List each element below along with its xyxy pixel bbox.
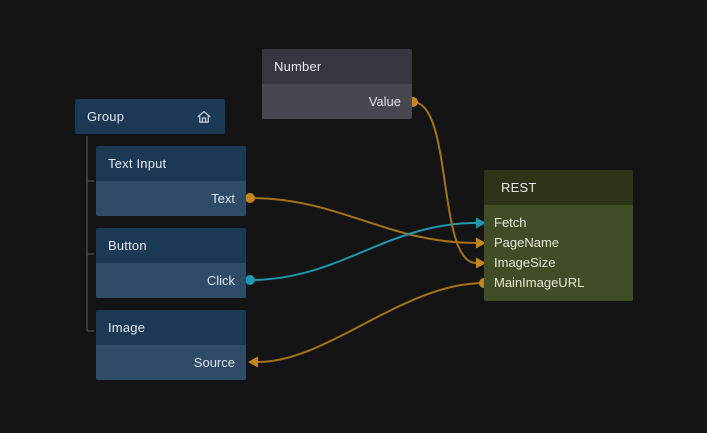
port-mainimageurl[interactable]: MainImageURL — [494, 275, 585, 290]
port-fetch[interactable]: Fetch — [494, 215, 527, 230]
port-imagesize[interactable]: ImageSize — [494, 255, 556, 270]
pagename-input-arrow[interactable] — [476, 237, 486, 249]
port-value-label: Value — [368, 94, 401, 109]
node-button-title: Button — [108, 238, 147, 253]
wire-click-to-fetch[interactable] — [249, 222, 477, 281]
home-icon[interactable] — [195, 108, 213, 126]
fetch-input-arrow[interactable] — [476, 217, 486, 229]
node-group[interactable]: Group — [75, 99, 225, 134]
node-rest-title: REST — [501, 180, 537, 195]
node-image-title: Image — [108, 320, 146, 335]
click-output-port[interactable] — [245, 275, 255, 285]
port-click[interactable]: Click — [96, 263, 246, 298]
node-number[interactable]: Number Value — [262, 49, 412, 119]
group-bracket — [86, 136, 94, 332]
port-source-label: Source — [193, 355, 235, 370]
port-pagename[interactable]: PageName — [494, 235, 560, 250]
port-text[interactable]: Text — [96, 181, 246, 216]
node-text-input[interactable]: Text Input Text — [96, 146, 246, 216]
wire-value-to-imagesize[interactable] — [412, 101, 477, 264]
port-value[interactable]: Value — [262, 84, 412, 119]
imagesize-input-arrow[interactable] — [476, 257, 486, 269]
port-click-label: Click — [206, 273, 235, 288]
port-source[interactable]: Source — [96, 345, 246, 380]
node-text-input-title: Text Input — [108, 156, 167, 171]
source-input-arrow[interactable] — [248, 356, 258, 368]
port-text-label: Text — [211, 191, 235, 206]
wire-text-to-pagename[interactable] — [249, 197, 477, 244]
node-image[interactable]: Image Source — [96, 310, 246, 380]
node-number-title: Number — [274, 59, 322, 74]
node-button[interactable]: Button Click — [96, 228, 246, 298]
wire-mainimageurl-to-source[interactable] — [257, 282, 485, 363]
text-output-port[interactable] — [245, 193, 255, 203]
node-rest[interactable]: REST Fetch PageName ImageSize MainImageU… — [484, 170, 633, 301]
node-group-title: Group — [87, 109, 125, 124]
